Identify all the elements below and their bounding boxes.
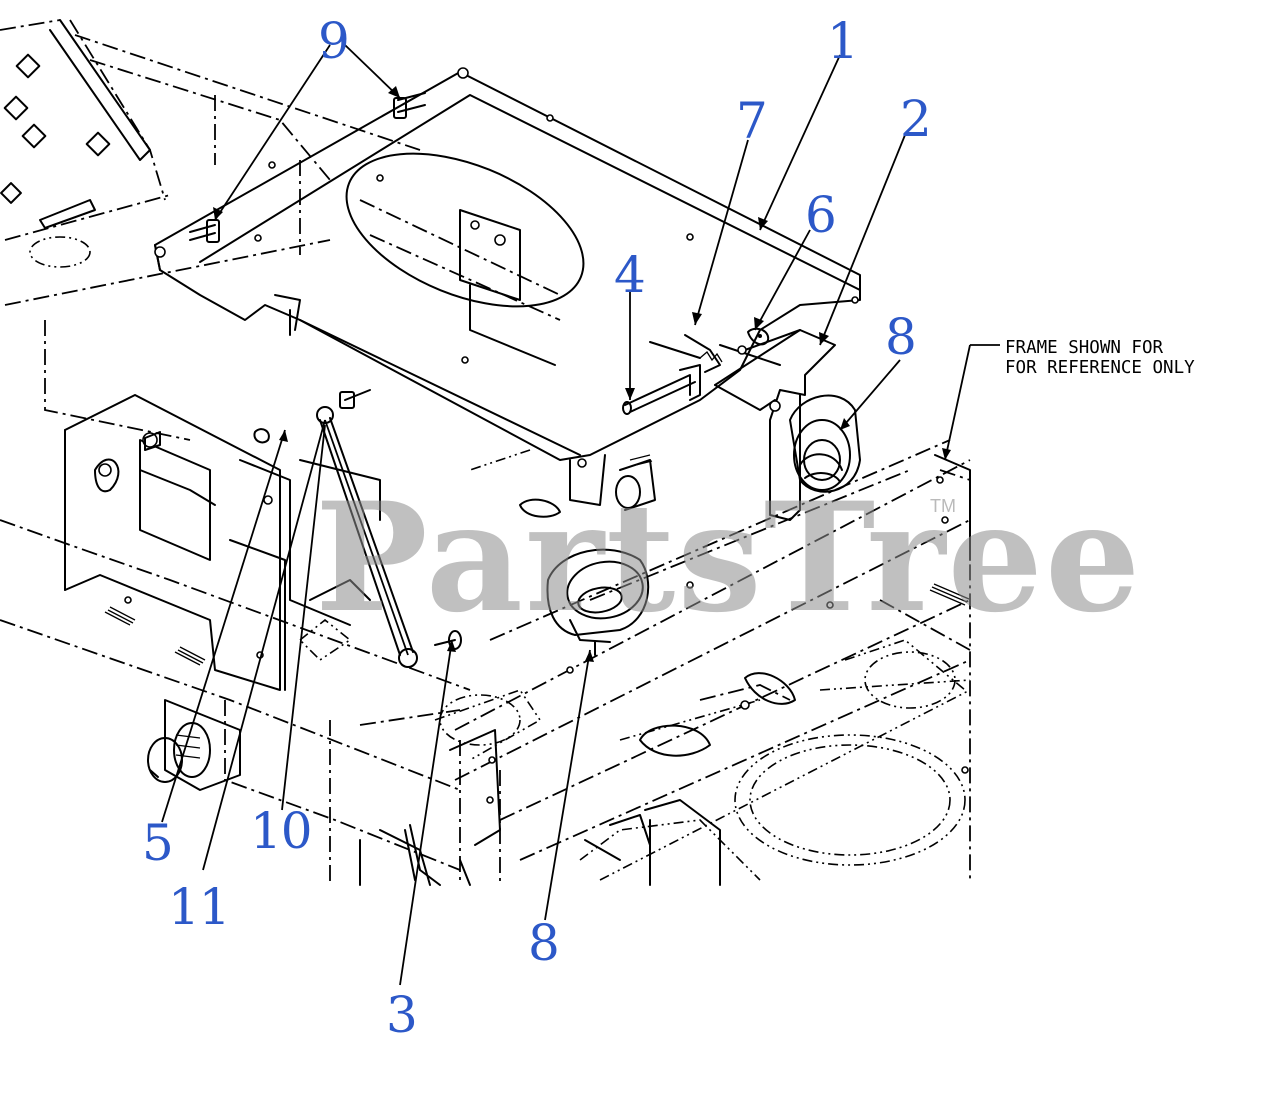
callout-11: 11 bbox=[168, 878, 231, 936]
callout-1: 1 bbox=[827, 12, 859, 70]
callout-9-top: 9 bbox=[318, 12, 350, 70]
watermark-trademark: TM bbox=[930, 496, 956, 516]
bolts-9 bbox=[189, 92, 426, 243]
reference-frame bbox=[0, 19, 971, 885]
bumper-lower bbox=[546, 548, 650, 656]
callout-2: 2 bbox=[900, 90, 932, 148]
inner-bracket bbox=[459, 209, 556, 366]
watermark: PartsTree bbox=[315, 470, 1143, 646]
callout-4: 4 bbox=[614, 246, 646, 304]
callout-8-upper: 8 bbox=[885, 308, 917, 366]
springs bbox=[104, 583, 970, 666]
callout-5: 5 bbox=[142, 814, 174, 872]
leader-arrowheads bbox=[213, 86, 951, 662]
rod bbox=[622, 364, 701, 415]
bumper-upper bbox=[789, 394, 861, 493]
frame-details bbox=[298, 454, 971, 886]
right-pivot-hub bbox=[615, 454, 656, 511]
callout-6: 6 bbox=[805, 186, 837, 244]
callout-10: 10 bbox=[250, 802, 313, 860]
leader-lines bbox=[161, 44, 1000, 986]
callout-8-lower: 8 bbox=[528, 914, 560, 972]
callout-3: 3 bbox=[386, 986, 418, 1044]
frame-cutouts bbox=[29, 236, 966, 866]
callout-7: 7 bbox=[736, 92, 768, 150]
upper-left-panel bbox=[0, 19, 151, 229]
left-pivot-hub bbox=[147, 699, 241, 791]
link-assembly bbox=[144, 389, 462, 668]
frame-reference-note: FRAME SHOWN FOR FOR REFERENCE ONLY bbox=[1005, 338, 1195, 378]
